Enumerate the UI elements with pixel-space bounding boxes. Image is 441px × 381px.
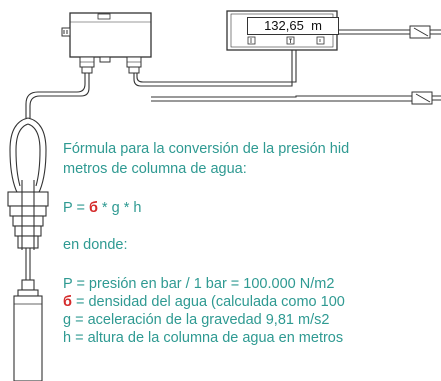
intro-line-2: metros de columna de agua: xyxy=(63,161,247,177)
density-symbol: б xyxy=(88,200,98,216)
connector-top-right xyxy=(409,25,441,39)
formula-suffix: * g * h xyxy=(97,200,142,216)
cable-gland-left xyxy=(79,56,95,74)
suspension-clamp xyxy=(7,117,49,250)
definition-g: g = aceleración de la gravedad 9,81 m/s2 xyxy=(63,312,330,328)
meter-display: 132,65 m xyxy=(247,17,339,35)
pressure-probe xyxy=(13,279,43,381)
formula: P = б * g * h xyxy=(63,199,141,217)
meter-unit: m xyxy=(311,18,322,33)
formula-prefix: P = xyxy=(63,200,89,216)
meter-reading: 132,65 xyxy=(264,18,304,33)
cable-gland-right xyxy=(126,56,142,74)
definition-h: h = altura de la columna de agua en metr… xyxy=(63,330,344,346)
density-symbol-def: б xyxy=(63,294,72,310)
en-donde-label: en donde: xyxy=(63,237,128,253)
intro-line-1: Fórmula para la conversión de la presión… xyxy=(63,141,350,157)
probe-cable xyxy=(25,248,31,280)
definition-p: P = presión en bar / 1 bar = 100.000 N/m… xyxy=(63,276,335,292)
cables xyxy=(25,29,412,300)
junction-box xyxy=(61,12,152,63)
connector-bottom-right xyxy=(411,91,441,105)
definition-density: б = densidad del agua (calculada como 10… xyxy=(63,293,345,311)
definition-density-text: = densidad del agua (calculada como 100 xyxy=(71,294,345,310)
